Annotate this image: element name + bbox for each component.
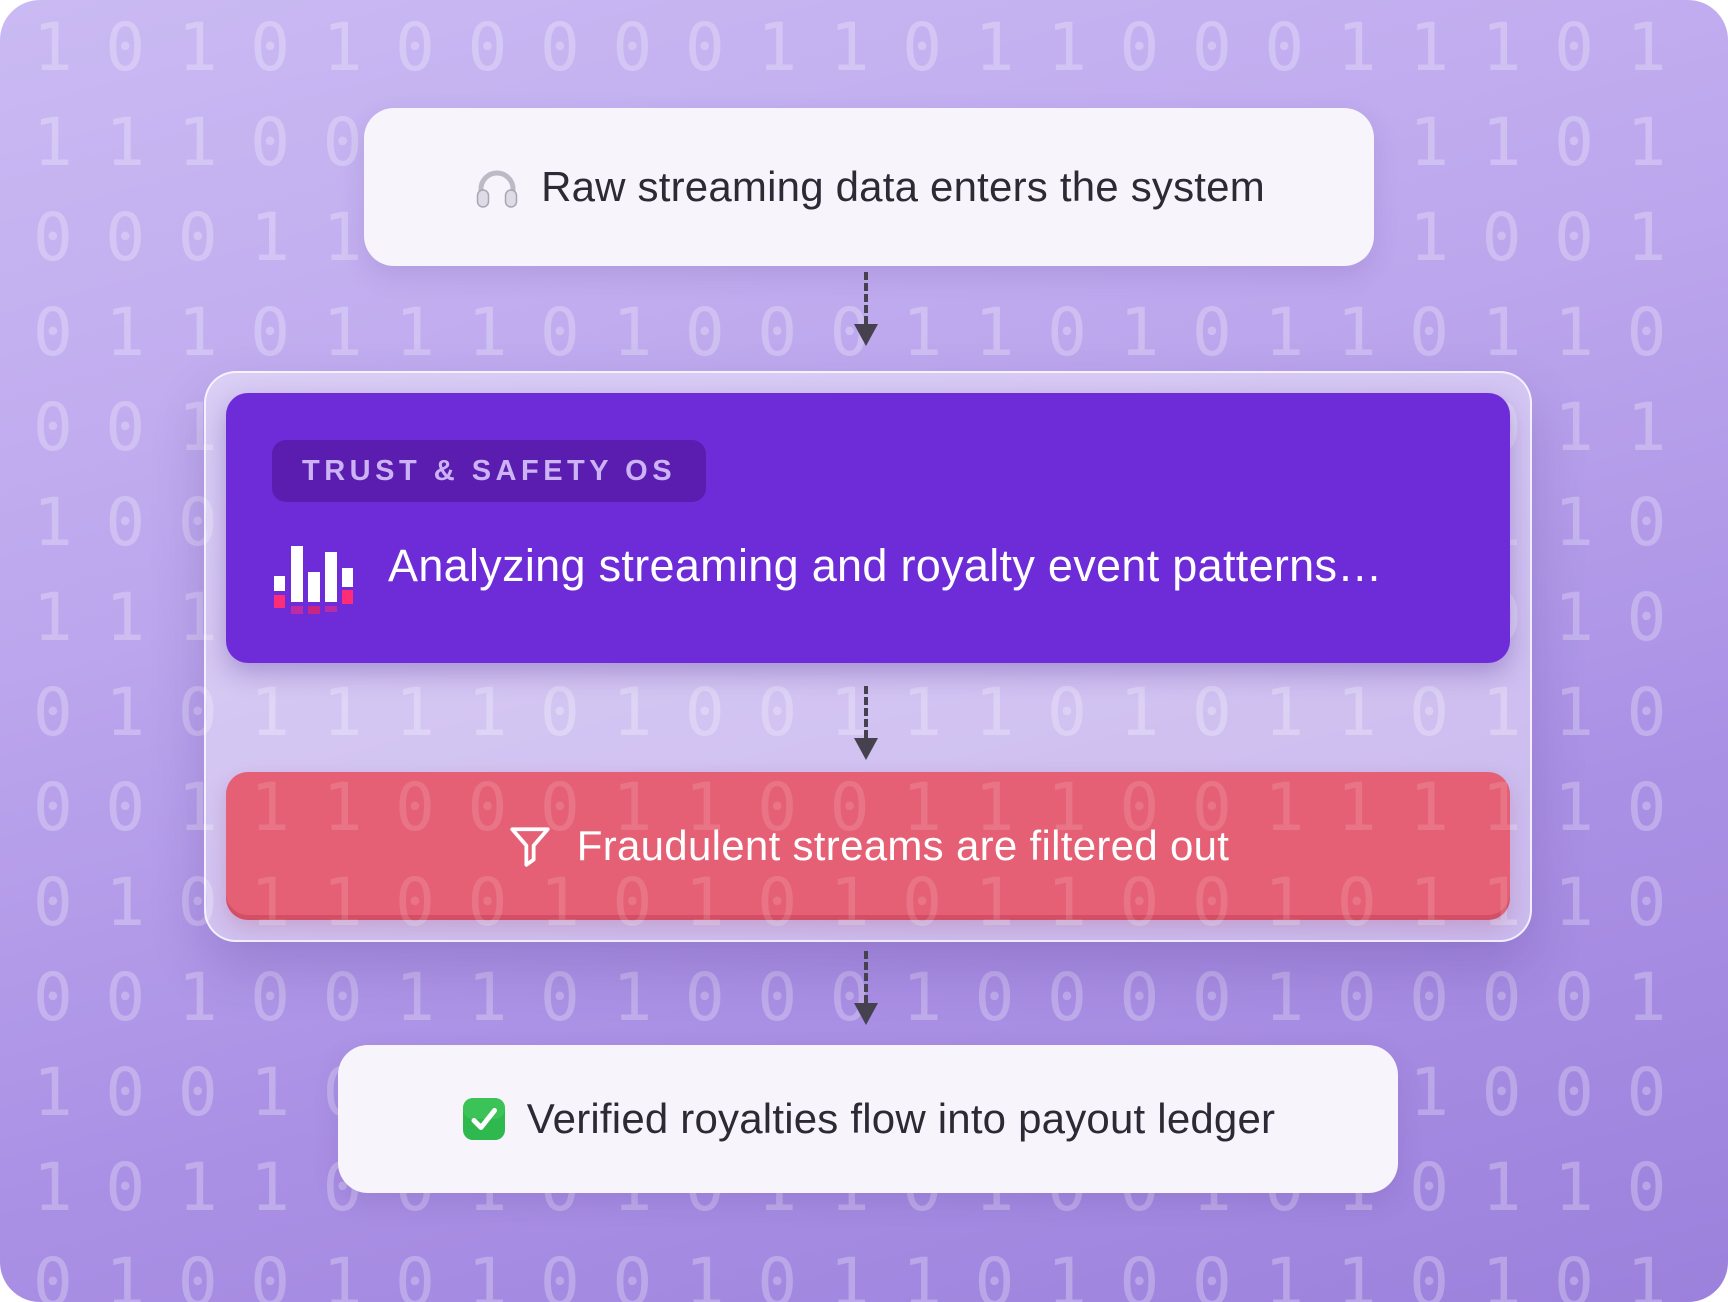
analyzing-status-text: Analyzing streaming and royalty event pa… <box>388 540 1383 591</box>
trust-safety-os-box: TRUST & SAFETY OS <box>226 393 1510 663</box>
fraud-filter-box: 1010100000110110001110111100101100100110… <box>226 772 1510 920</box>
fraud-filter-content: Fraudulent streams are filtered out <box>226 772 1510 920</box>
funnel-icon <box>507 823 553 869</box>
step1-label: Raw streaming data enters the system <box>541 163 1265 210</box>
step4-label: Verified royalties flow into payout ledg… <box>526 1095 1276 1142</box>
waveform-icon <box>272 518 360 614</box>
binary-row: 01101110100011010110110 <box>33 294 1700 371</box>
arrow-head <box>854 324 878 346</box>
node-verified-royalties: Verified royalties flow into payout ledg… <box>338 1045 1398 1193</box>
arrow-dashed-tail <box>864 951 868 1003</box>
binary-row: 01001010010110100110101 <box>33 1244 1700 1302</box>
analyzing-status-row: Analyzing streaming and royalty event pa… <box>272 518 1383 614</box>
badge-label: TRUST & SAFETY OS <box>302 454 677 487</box>
binary-row: 00111000110011100111110 <box>226 772 1510 846</box>
binary-row: 01011001010101100101110 <box>226 864 1510 920</box>
arrow-dashed-tail <box>864 272 868 324</box>
arrow-head <box>854 1003 878 1025</box>
binary-pattern-overlay: 1010100000110110001110111100101100100110… <box>226 772 1510 920</box>
binary-row: 00100110100010000100001 <box>33 959 1700 1036</box>
filter-label: Fraudulent streams are filtered out <box>576 822 1230 869</box>
binary-row: 10101000001101100011101 <box>33 9 1700 86</box>
headphones-icon <box>473 163 521 211</box>
trust-safety-os-badge: TRUST & SAFETY OS <box>272 440 707 502</box>
check-icon <box>461 1096 507 1142</box>
node-raw-streaming-data: Raw streaming data enters the system <box>364 108 1374 266</box>
